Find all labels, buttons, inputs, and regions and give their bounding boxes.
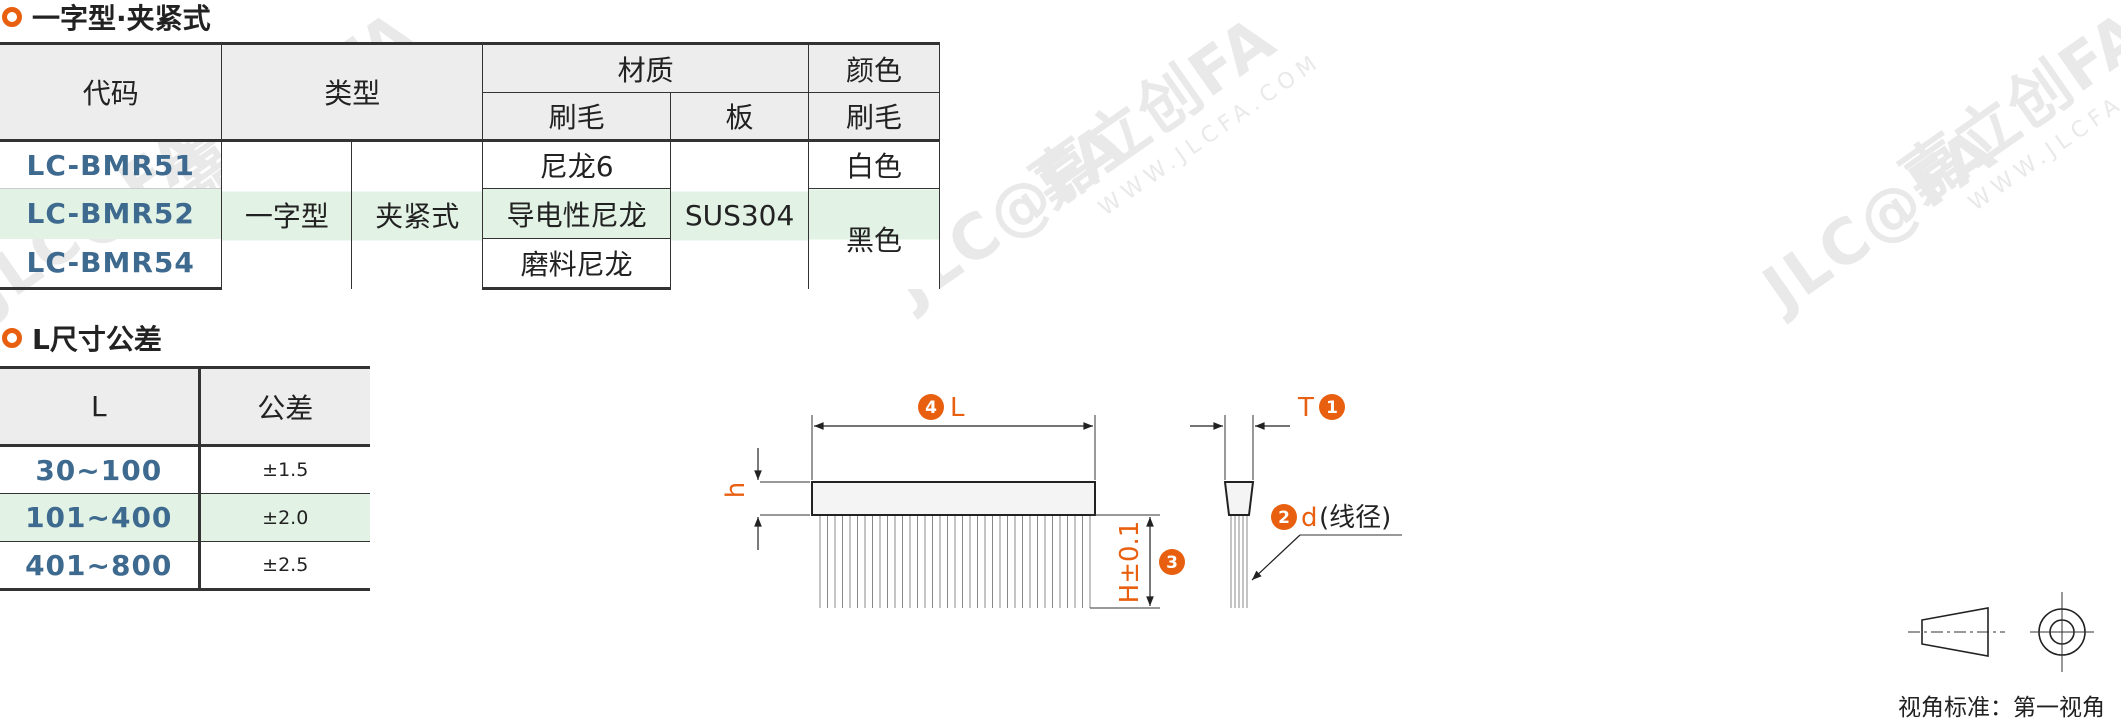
- header-l: L: [0, 367, 201, 446]
- header-plate: 板: [670, 92, 810, 141]
- svg-text:1: 1: [1326, 398, 1338, 418]
- header-type: 类型: [221, 43, 484, 141]
- table-row: LC-BMR51 一字型 夹紧式 尼龙6 SUS304 白色: [0, 140, 940, 289]
- section-title-tolerance: L尺寸公差: [2, 320, 162, 356]
- svg-text:(线径): (线径): [1319, 503, 1391, 533]
- material-cell: 尼龙6: [482, 140, 672, 189]
- svg-text:T: T: [1297, 393, 1314, 423]
- first-angle-projection-icon: [1908, 592, 2094, 672]
- circle-bullet-icon: [2, 328, 22, 348]
- color-black-cell: 黑色: [808, 188, 940, 289]
- circle-bullet-icon: [2, 7, 22, 27]
- tolerance-cell: ±1.5: [262, 459, 309, 481]
- projection-label: 视角标准：第一视角: [1898, 695, 2105, 721]
- material-cell: 磨料尼龙: [482, 238, 672, 290]
- header-color: 颜色: [808, 43, 940, 93]
- dimension-T: T 1: [1297, 393, 1345, 423]
- range-cell: 401~800: [0, 541, 201, 590]
- dimension-H-number: 3: [1159, 549, 1185, 575]
- plate-material-cell: SUS304: [670, 140, 810, 289]
- dimension-L: 4 L: [918, 393, 965, 423]
- header-code: 代码: [0, 43, 223, 141]
- svg-text:4: 4: [925, 398, 937, 418]
- table-row: 101~400 ±2.0: [0, 493, 370, 542]
- svg-text:L: L: [950, 393, 965, 423]
- table-row: 401~800 ±2.5: [0, 541, 370, 590]
- brush-drawing: 4 L h H±0.1 3 T 1 2 d (线径): [721, 393, 1402, 609]
- svg-text:2: 2: [1278, 508, 1290, 528]
- tolerance-cell: ±2.5: [262, 554, 309, 576]
- type-shape-cell: 一字型: [221, 140, 353, 289]
- header-color-bristle: 刷毛: [808, 92, 940, 141]
- code-cell: LC-BMR52: [0, 188, 223, 239]
- range-cell: 101~400: [0, 493, 201, 542]
- dimension-H: H±0.1: [1115, 521, 1145, 604]
- section-title-type: 一字型·夹紧式: [2, 0, 211, 35]
- code-cell: LC-BMR54: [0, 238, 223, 290]
- spec-table: 代码 类型 材质 颜色 刷毛 板 刷毛 LC-BMR51 一字型 夹紧式 尼龙6…: [0, 42, 940, 290]
- svg-text:d: d: [1301, 503, 1318, 533]
- header-material: 材质: [482, 43, 810, 93]
- dimension-h: h: [721, 482, 751, 498]
- color-white-cell: 白色: [808, 140, 940, 189]
- dimension-d: 2 d (线径): [1271, 503, 1391, 533]
- code-cell: LC-BMR51: [0, 140, 223, 189]
- svg-text:3: 3: [1166, 553, 1178, 573]
- tolerance-table: L 公差 30~100 ±1.5 101~400 ±2.0 401~800 ±2…: [0, 366, 370, 591]
- material-cell: 导电性尼龙: [482, 188, 672, 239]
- header-tolerance: 公差: [199, 367, 370, 446]
- tolerance-cell: ±2.0: [262, 506, 309, 529]
- table-row: LC-BMR54 磨料尼龙: [0, 238, 940, 290]
- type-mount-cell: 夹紧式: [351, 140, 484, 289]
- header-bristle: 刷毛: [482, 92, 672, 141]
- table-row: 30~100 ±1.5: [0, 445, 370, 494]
- range-cell: 30~100: [0, 445, 201, 494]
